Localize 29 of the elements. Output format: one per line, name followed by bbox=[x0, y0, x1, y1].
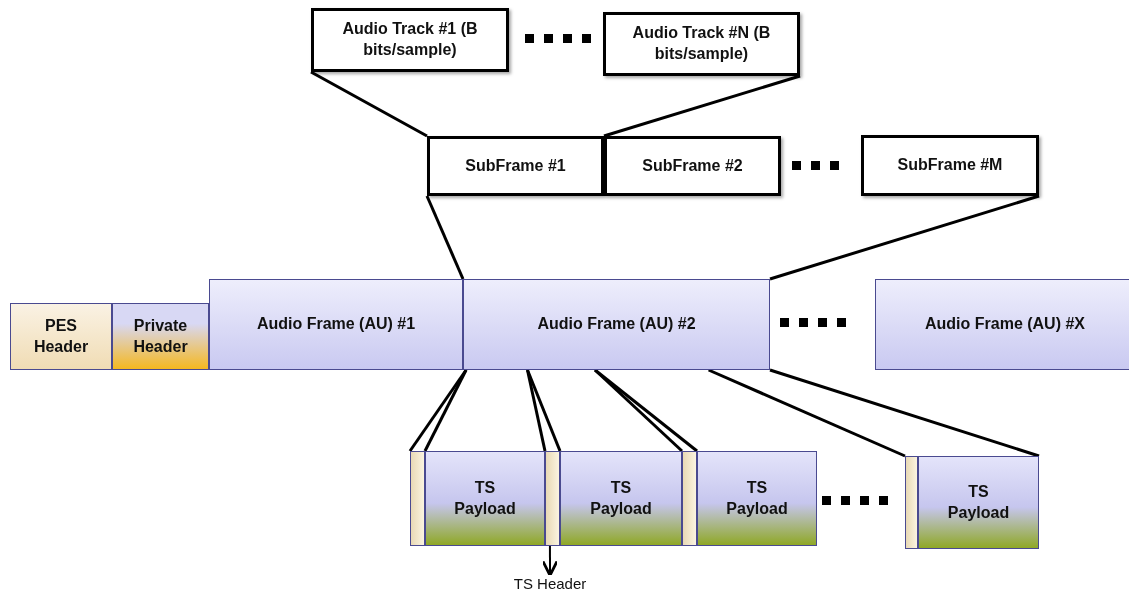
header-box: PES Header bbox=[10, 303, 112, 370]
arrow bbox=[541, 545, 559, 577]
audio-frame-box: Audio Frame (AU) #1 bbox=[209, 279, 463, 370]
subframe-box: SubFrame #2 bbox=[604, 136, 781, 196]
ts-header-bar bbox=[410, 451, 425, 546]
ts-header-bar bbox=[682, 451, 697, 546]
ts-payload-box: TS Payload bbox=[918, 456, 1039, 549]
audio-frame-box: Audio Frame (AU) #2 bbox=[463, 279, 770, 370]
expansion-line bbox=[526, 369, 547, 452]
subframe-box: SubFrame #M bbox=[861, 135, 1039, 196]
expansion-line bbox=[769, 368, 1040, 458]
expansion-line bbox=[603, 74, 801, 138]
track-box: Audio Track #1 (B bits/sample) bbox=[311, 8, 509, 72]
header-box: Private Header bbox=[112, 303, 209, 370]
expansion-line bbox=[423, 369, 468, 452]
subframe-box: SubFrame #1 bbox=[427, 136, 604, 196]
expansion-line bbox=[425, 195, 465, 280]
expansion-line bbox=[708, 368, 906, 458]
ts-payload-box: TS Payload bbox=[560, 451, 682, 546]
expansion-line bbox=[310, 70, 428, 138]
ts-payload-box: TS Payload bbox=[425, 451, 545, 546]
expansion-line bbox=[526, 369, 562, 452]
track-box: Audio Track #N (B bits/sample) bbox=[603, 12, 800, 76]
ts-payload-box: TS Payload bbox=[697, 451, 817, 546]
annotation-text: TS Header bbox=[500, 574, 600, 594]
audio-frame-box: Audio Frame (AU) #X bbox=[875, 279, 1129, 370]
expansion-line bbox=[769, 194, 1040, 281]
ts-header-bar bbox=[545, 451, 560, 546]
ts-header-bar bbox=[905, 456, 918, 549]
